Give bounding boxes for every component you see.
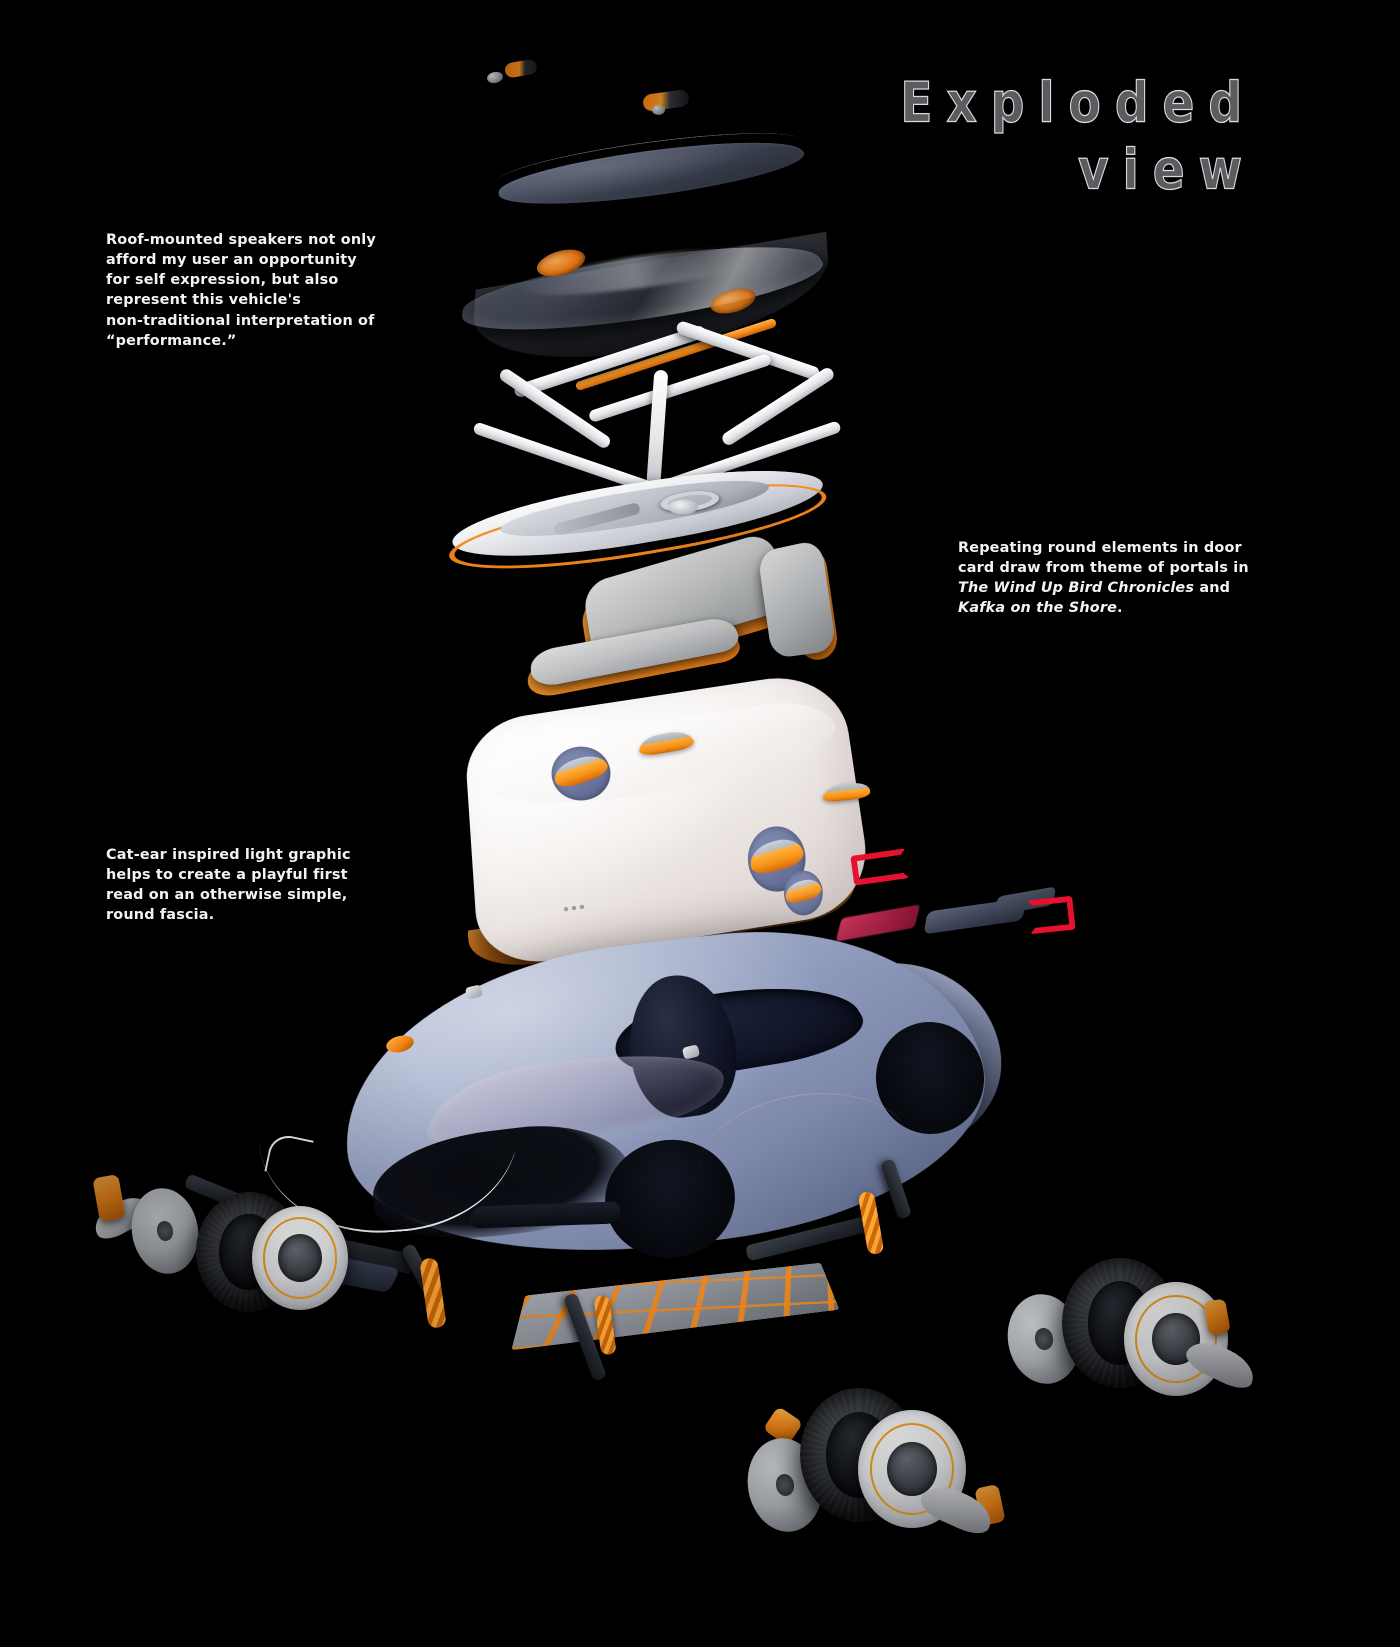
steering-hub xyxy=(667,499,699,515)
annotation-door-card-portals: Repeating round elements in door card dr… xyxy=(958,538,1268,619)
bolt-part xyxy=(486,70,504,85)
bolt-part xyxy=(652,105,665,115)
coil-spring-part xyxy=(419,1257,447,1329)
wheel-rim-part xyxy=(252,1206,348,1310)
latch-hook-part xyxy=(1026,895,1076,935)
page-title-line-2: view xyxy=(1077,137,1256,203)
frame-spine xyxy=(645,369,669,496)
brake-caliper xyxy=(1203,1298,1231,1336)
page-title: Exploded view xyxy=(900,75,1258,203)
book-title-wind-up-bird: The Wind Up Bird Chronicles xyxy=(958,580,1195,597)
latch-hook-part xyxy=(850,848,910,886)
wheel-rim-part xyxy=(1124,1282,1228,1396)
book-title-kafka-on-the-shore: Kafka on the Shore xyxy=(958,600,1118,617)
clip-part xyxy=(642,88,690,113)
clip-part xyxy=(503,58,539,79)
annotation-text: . xyxy=(1117,600,1123,617)
battery-pack-part xyxy=(511,1262,840,1351)
annotation-text: and xyxy=(1199,580,1231,597)
seat-bolster-part xyxy=(757,539,837,659)
wiring-harness-loop xyxy=(264,1132,314,1180)
page-title-line-1: Exploded xyxy=(900,70,1256,136)
body-decal xyxy=(835,904,921,942)
annotation-roof-speakers: Roof-mounted speakers not only afford my… xyxy=(106,232,376,349)
annotation-cat-ear-light: Cat-ear inspired light graphic helps to … xyxy=(106,847,351,924)
annotation-text: Repeating round elements in door card dr… xyxy=(958,540,1249,577)
brake-caliper xyxy=(92,1174,126,1222)
